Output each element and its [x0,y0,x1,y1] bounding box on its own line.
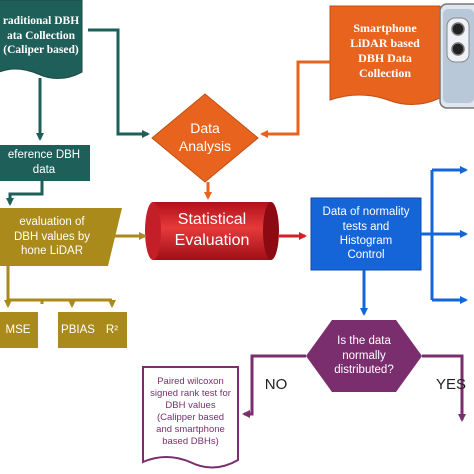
traditional-dbh-box [0,0,83,79]
smartphone-icon [439,3,474,109]
traditional-dbh-label: raditional DBH ata Collection (Caliper b… [2,15,80,57]
r2-label: R² [105,324,119,336]
data-analysis-label: Data Analysis [178,119,232,154]
wilcoxon-test-label: Paired wilcoxon signed rank test for DBH… [150,376,231,447]
arrow-smartphone-to-analysis [260,60,330,138]
rmse-box [0,312,38,348]
arrow-traditional-to-analysis [88,28,150,138]
smartphone-lidar-label: Smartphone LiDAR based DBH Data Collecti… [350,21,420,80]
reference-dbh-box [0,145,90,181]
yes-edge-label: YES [436,375,467,393]
pbias-label: PBIAS [61,324,95,336]
pbias-box [58,312,98,348]
normal-distribution-label: Is the data normally distributed? [334,334,394,377]
arrow-reference-to-evaluation [6,181,44,206]
reference-dbh-label: eference DBH data [7,149,81,176]
statistical-evaluation-cylinder [145,202,279,260]
arrow-decision-yes [422,354,466,422]
statistical-evaluation-label: Statistical Evaluation [174,211,250,249]
r2-box [97,312,127,348]
arrow-normality-branch [421,170,434,300]
data-analysis-diamond [151,93,259,183]
smartphone-lidar-box [329,5,441,105]
normality-tests-label: Data of normality tests and Histogram Co… [322,206,410,262]
evaluation-label: evaluation of DBH values by hone LiDAR [13,215,91,258]
normal-distribution-hexagon [306,320,422,392]
normality-tests-box [310,197,422,271]
arrow-evaluation-to-metrics [6,266,114,304]
no-edge-label: NO [264,375,288,393]
wilcoxon-test-box [142,366,239,469]
evaluation-parallelogram [0,208,122,266]
arrow-decision-no [242,354,306,418]
rmse-label: MSE [5,324,31,336]
